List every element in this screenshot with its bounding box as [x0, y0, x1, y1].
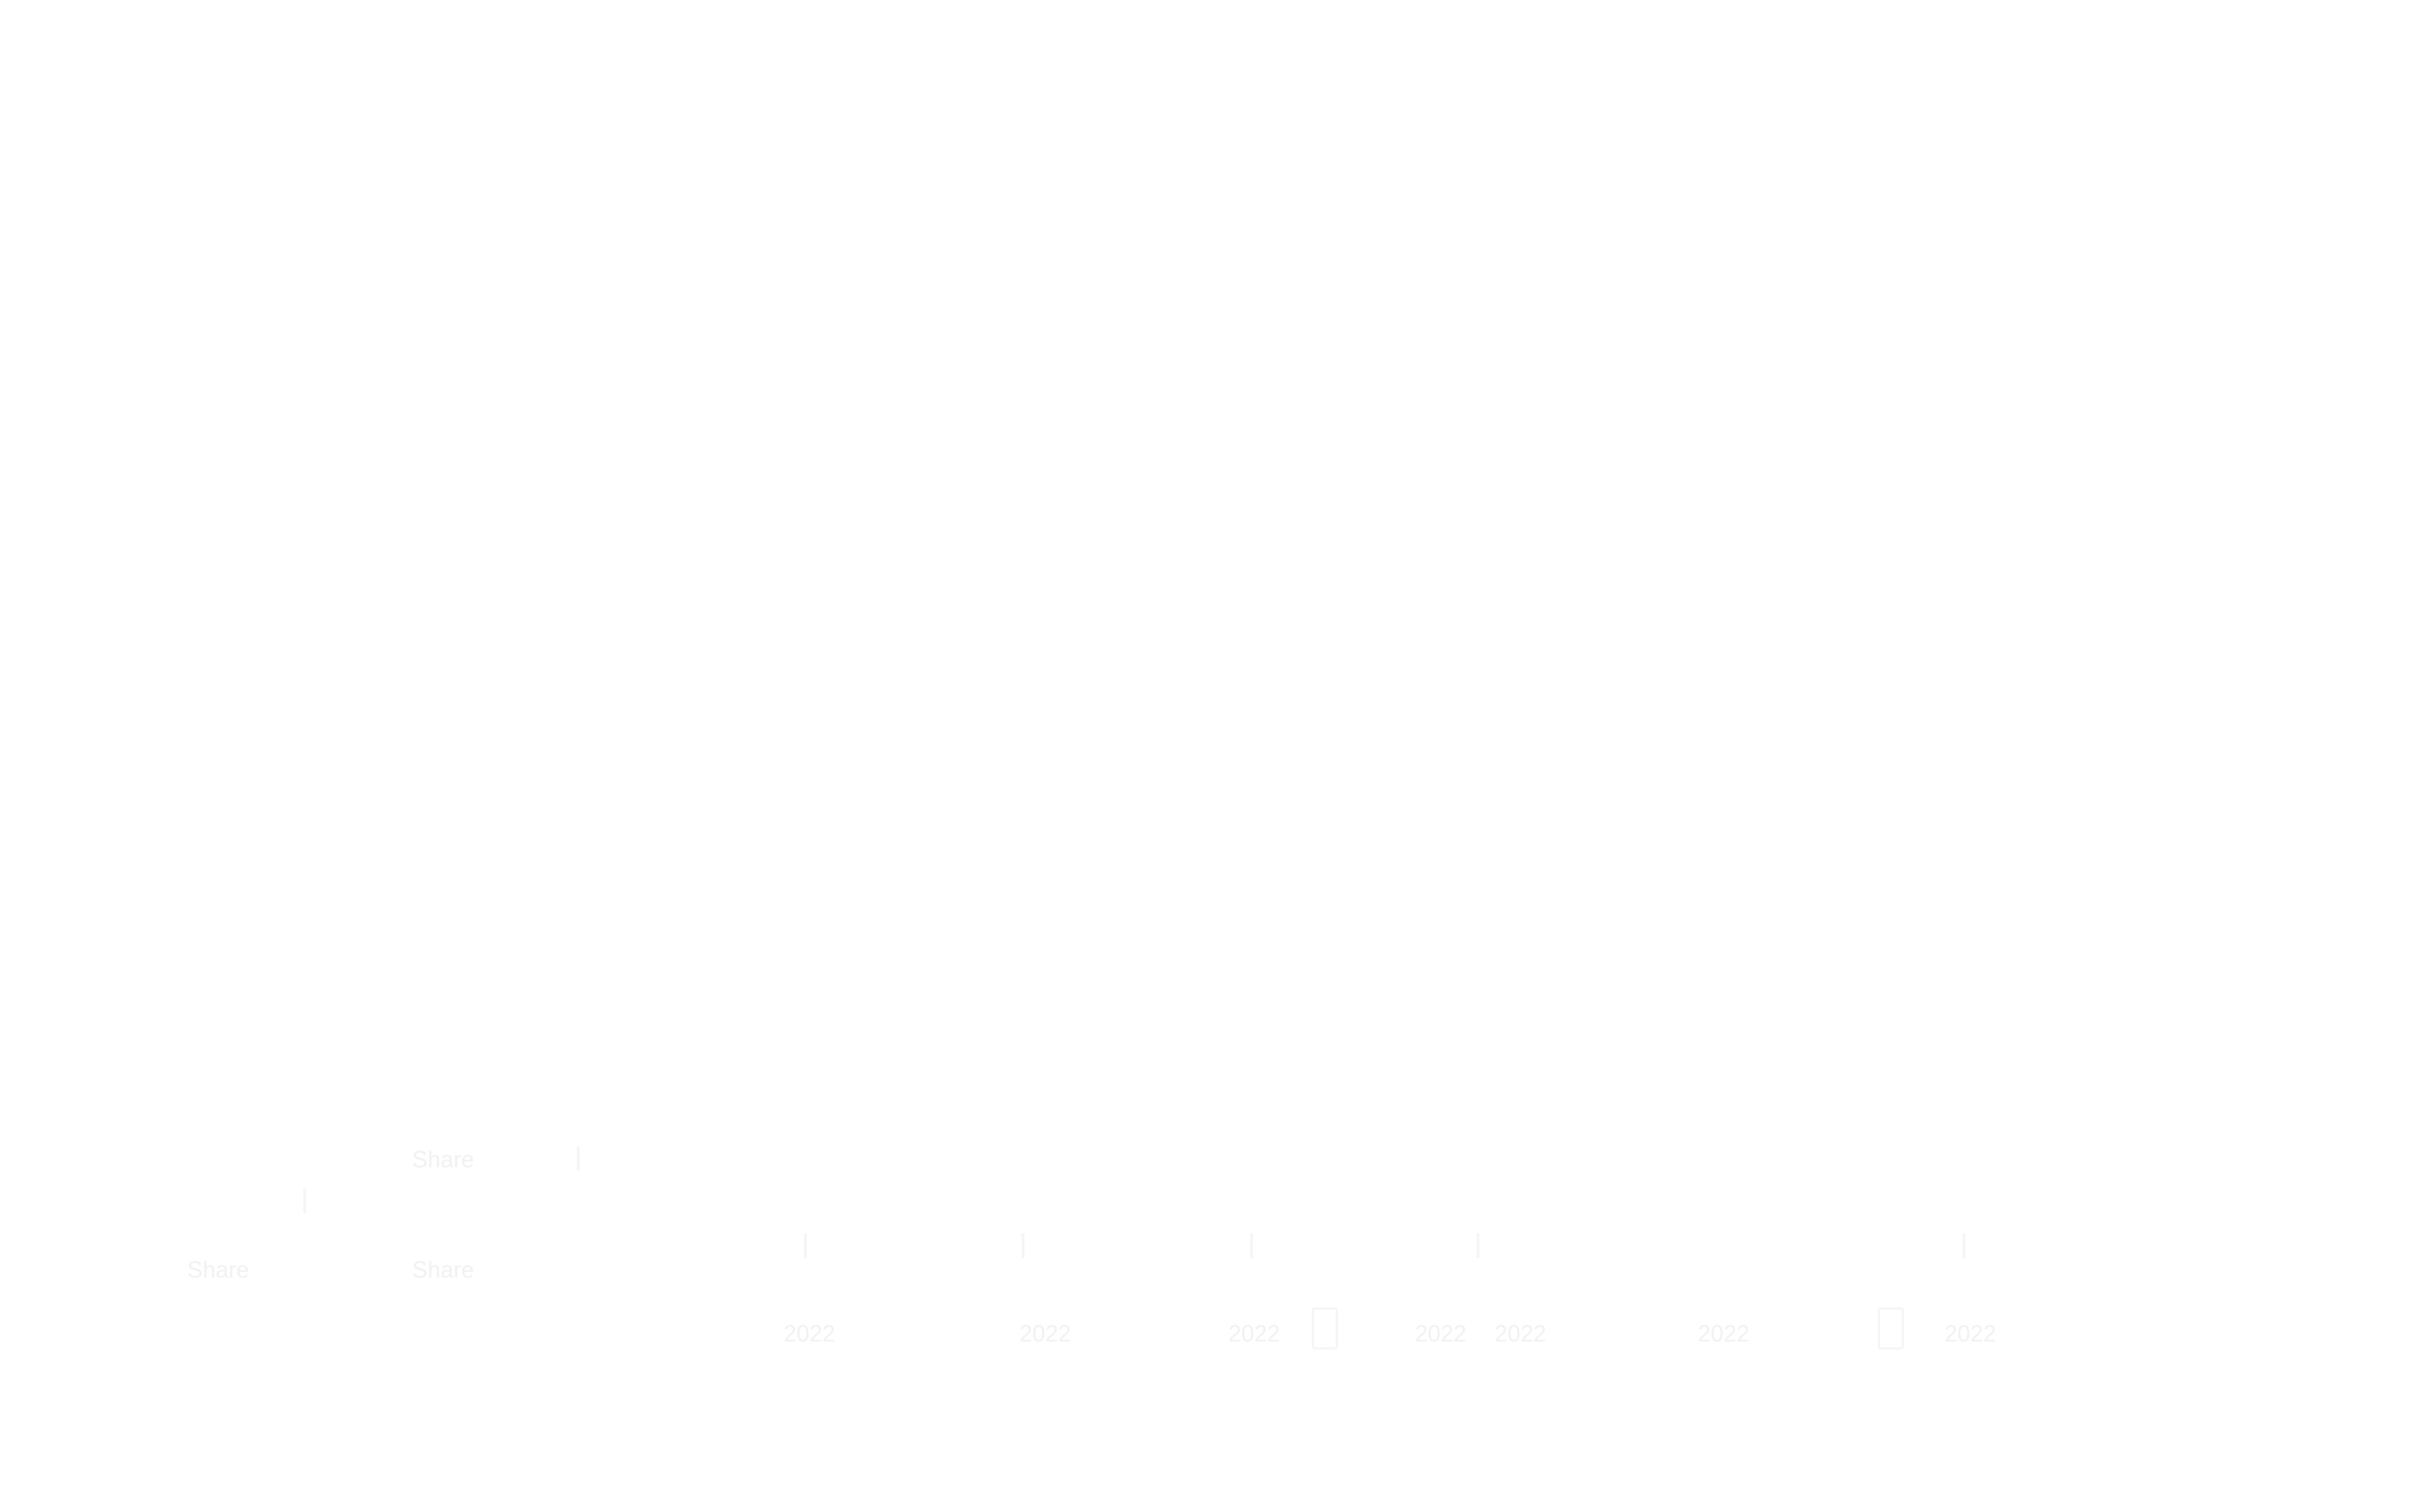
- ghost-marker-2: [1878, 1307, 1904, 1349]
- ghost-date-7: 2022: [1944, 1320, 1997, 1347]
- ghost-tick-2: [1022, 1233, 1024, 1258]
- ghost-date-4: 2022: [1415, 1320, 1467, 1347]
- ghost-date-5: 2022: [1495, 1320, 1547, 1347]
- ghost-tick-left: [303, 1188, 306, 1213]
- ghost-date-1: 2022: [784, 1320, 836, 1347]
- ghost-label-lower-left: Share: [187, 1257, 250, 1283]
- ghost-separator: [577, 1146, 580, 1171]
- ghost-label-lower-right: Share: [412, 1257, 475, 1283]
- ghost-tick-1: [804, 1233, 807, 1258]
- ghost-date-3: 2022: [1228, 1320, 1281, 1347]
- ghost-label-upper: Share: [412, 1146, 475, 1172]
- ghost-tick-4: [1477, 1233, 1479, 1258]
- ghost-date-2: 2022: [1019, 1320, 1072, 1347]
- ghost-date-6: 2022: [1698, 1320, 1750, 1347]
- ghost-tick-3: [1250, 1233, 1253, 1258]
- ghost-marker-1: [1312, 1307, 1338, 1349]
- ghost-tick-5: [1963, 1233, 1966, 1258]
